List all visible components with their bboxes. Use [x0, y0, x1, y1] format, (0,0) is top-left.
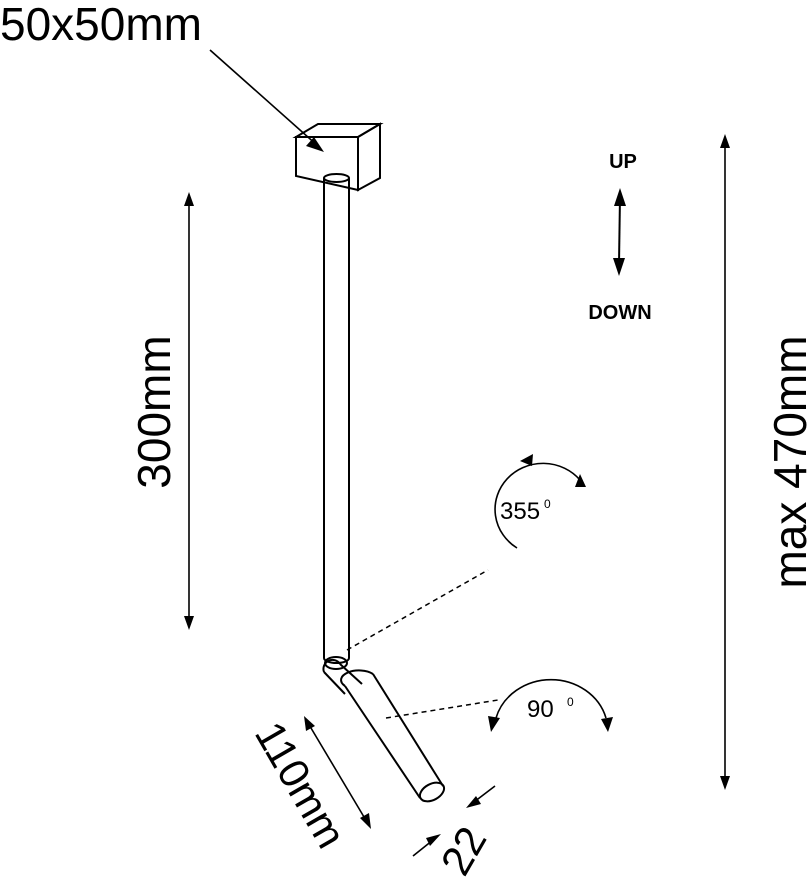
head-diameter-label: 22: [431, 819, 495, 883]
down-label: DOWN: [588, 302, 651, 324]
lamp-head: [340, 669, 446, 803]
rotation-indicator: [494, 454, 586, 549]
tilt-value: 90: [527, 696, 554, 723]
tilt-unit: 0: [567, 695, 574, 709]
rod-length-dimension: [184, 192, 194, 630]
rotation-value: 355: [500, 498, 540, 525]
tilt-leader-line: [385, 699, 499, 719]
ceiling-mount: [292, 122, 384, 192]
head-length-label: 110mm: [246, 714, 355, 856]
rotation-leader-line: [346, 569, 489, 651]
rod-length-label: 300mm: [128, 335, 180, 488]
vertical-rod: [323, 173, 350, 664]
up-down-arrow: [613, 188, 626, 276]
mount-pointer-arrow: [209, 49, 324, 152]
head-diameter-dimension: [412, 785, 496, 857]
tilt-indicator: [488, 678, 613, 732]
mount-size-label: 50x50mm: [0, 0, 202, 50]
up-label: UP: [609, 151, 637, 173]
max-height-dimension: [720, 134, 730, 790]
max-height-label: max 470mm: [764, 335, 810, 588]
rod-joint: [322, 656, 363, 695]
head-length-dimension: [304, 716, 371, 829]
rotation-unit: 0: [544, 497, 551, 511]
